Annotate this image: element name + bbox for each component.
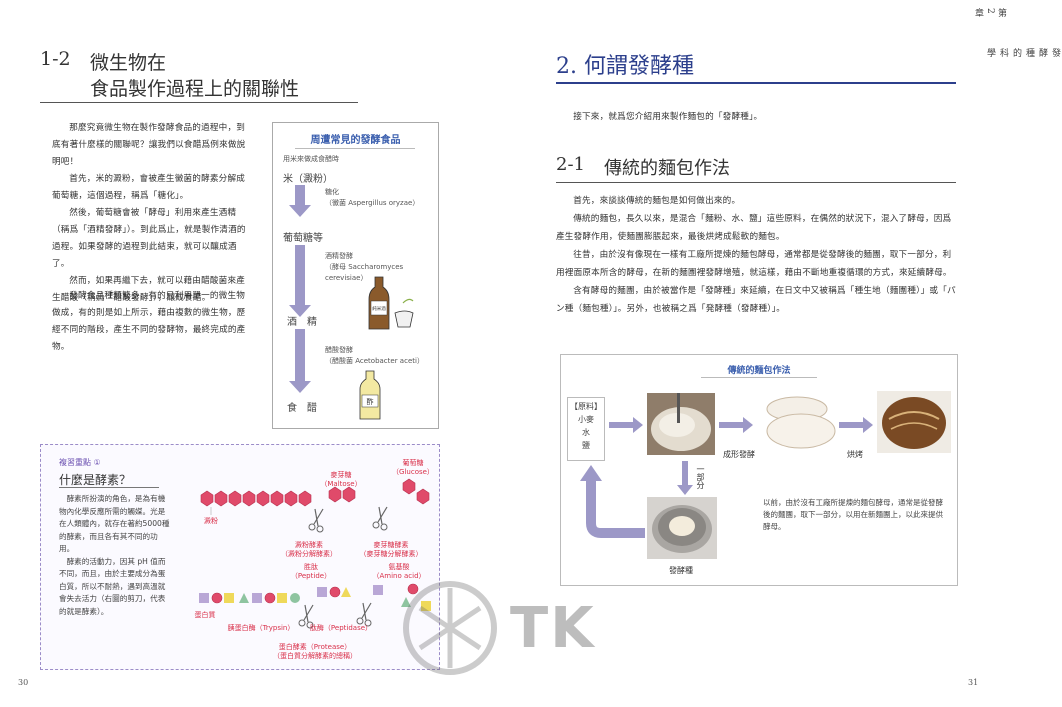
starter-label: 發酵種	[669, 566, 693, 575]
section-heading: 2. 何謂發酵種	[556, 54, 694, 79]
review-text: 酵素所扮演的角色，是為有機物內化學反應所需的觸媒。光是在人類體內，就存在著約50…	[59, 494, 170, 616]
left-body-text-2: 發酵食品種類繁多，有的只利用單一的微生物做成，有的則是如上所示，藉由複數的微生物…	[52, 288, 248, 356]
label-protein: 蛋白質	[195, 610, 216, 619]
paragraph: 往昔，由於沒有像現在一樣有工廠所提煉的麵包酵母，通常都是從發酵後的麵團，取下一部…	[556, 250, 952, 278]
flow-arrow	[289, 245, 311, 317]
svg-text:（Peptide）: （Peptide）	[291, 572, 331, 580]
shape-label: 成形發酵	[723, 450, 755, 459]
intro-text: 接下來，就爲您介紹用來製作麵包的「發酵種」。	[573, 112, 763, 122]
flow-step-alcohol: 酒 精	[287, 317, 317, 328]
scissors-icon	[356, 602, 372, 627]
section-number: 1-2	[40, 48, 71, 70]
fermented-food-flow-box: 周遭常見的發酵食品 用米來做成食醋時 米（澱粉） 糖化 （黴菌 Aspergil…	[272, 122, 439, 429]
label-trypsin: 胰蛋白酶（Trypsin）	[228, 623, 295, 632]
watermark-text: TK	[510, 596, 596, 661]
svg-text:純米酒: 純米酒	[372, 305, 386, 312]
sake-bottle-icon: 純米酒	[368, 276, 414, 330]
review-box: 複習重點 ① 什麼是酵素？ 酵素所扮演的角色，是為有機物內化學反應所需的觸媒。光…	[40, 444, 440, 670]
shaped-dough-photo	[766, 396, 836, 449]
portion-label: 一部分	[696, 465, 705, 489]
section-heading-rule	[556, 82, 956, 84]
flow-title-rule	[295, 148, 415, 149]
arrow-right-icon	[609, 417, 643, 433]
svg-text:（蛋白質分解酵素的總稱）: （蛋白質分解酵素的總稱）	[273, 651, 357, 660]
label-protease: 蛋白酵素（Protease）	[279, 642, 351, 651]
scissors-icon	[308, 508, 324, 533]
label-peptidase: 肽酶（Peptidase）	[310, 623, 372, 632]
right-body-text: 首先，來談談傳統的麵包是如何做出來的。 傳統的麵包，長久以來，是混合「麵粉、水、…	[556, 192, 958, 318]
baked-bread-photo	[877, 391, 951, 453]
page-number-left: 30	[18, 678, 29, 687]
svg-text:（Maltose）: （Maltose）	[320, 480, 361, 488]
mixing-dough-photo	[647, 393, 715, 455]
loop-arrow-icon	[580, 465, 645, 538]
review-tag: 複習重點 ①	[59, 458, 101, 467]
section-title-line2: 食品製作過程上的關聯性	[90, 78, 300, 100]
scissors-icon	[298, 604, 314, 629]
paragraph: 發酵食品種類繁多，有的只利用單一的微生物做成，有的則是如上所示，藉由複數的微生物…	[52, 291, 246, 352]
protein-chain	[199, 583, 431, 611]
label-peptide: 胜肽	[304, 562, 318, 571]
section-rule	[40, 102, 358, 103]
ingredients-box: 【原料】 小麥 水 鹽	[567, 397, 605, 461]
label-amylase: 澱粉酵素	[295, 540, 323, 549]
enzyme-diagram: 麥芽糖 （Maltose） 葡萄糖 （Glucose） 澱粉	[195, 458, 434, 660]
scissors-icon	[372, 506, 388, 531]
chapter-title: 發酵種的科學	[985, 48, 1060, 57]
svg-text:酢: 酢	[367, 397, 374, 406]
flow-step-rice: 米（澱粉）	[283, 174, 333, 185]
flow-note-alcohol: 酒精發酵 （酵母 Saccharomyces cerevisiae）	[325, 252, 404, 282]
label-glucose: 葡萄糖	[403, 458, 424, 467]
section-title-line1: 微生物在	[90, 52, 167, 74]
label-maltose: 麥芽糖	[331, 470, 352, 479]
watermark-logo-icon	[403, 581, 497, 675]
paragraph: 那麼究竟微生物在製作發酵食品的過程中，到底有著什麼樣的關聯呢？讓我們以食醋爲例來…	[52, 123, 246, 167]
starch-chain	[200, 478, 430, 507]
vinegar-bottle-icon: 酢	[359, 370, 381, 420]
starter-bowl-photo	[647, 497, 717, 559]
subsection-rule	[556, 182, 956, 183]
flow-step-vinegar: 食 醋	[287, 403, 317, 414]
flow-note-acetic: 醋酸發酵 （醋酸菌 Acetobacter aceti）	[325, 346, 424, 365]
label-maltase: 麥芽糖酵素	[374, 540, 409, 549]
chapter-number: 第2章	[973, 8, 1006, 17]
arrow-right-icon	[719, 417, 753, 433]
flow-step-glucose: 葡萄糖等	[283, 233, 323, 244]
svg-text:（澱粉分解酵素）: （澱粉分解酵素）	[281, 549, 337, 558]
arrow-down-icon	[677, 461, 693, 495]
bake-label: 烘烤	[847, 450, 863, 459]
arrow-right-icon	[839, 417, 873, 433]
diagram-title: 傳統的麵包作法	[727, 366, 791, 376]
flow-arrow	[289, 185, 311, 217]
label-starch: 澱粉	[204, 516, 218, 525]
flow-note-saccharification: 糖化 （黴菌 Aspergillus oryzae）	[325, 188, 420, 207]
paragraph: 含有酵母的麵團，由於被當作是「發酵種」來延續，在日文中又被稱爲「種生地（麵團種）…	[556, 286, 956, 314]
svg-text:（Glucose）: （Glucose）	[392, 468, 434, 476]
paragraph: 首先，來談談傳統的麵包是如何做出來的。	[573, 196, 741, 206]
review-title-rule	[59, 487, 159, 488]
page-number-right: 31	[968, 678, 979, 687]
review-title: 什麼是酵素？	[59, 473, 132, 487]
left-body-text: 那麼究竟微生物在製作發酵食品的過程中，到底有著什麼樣的關聯呢？讓我們以食醋爲例來…	[52, 120, 248, 307]
bread-process-diagram: 傳統的麵包作法 【原料】 小麥 水 鹽 成形發酵 烘烤	[560, 354, 958, 586]
svg-text:（Amino acid）: （Amino acid）	[372, 572, 425, 580]
subsection-title: 傳統的麵包作法	[604, 158, 730, 179]
subsection-number: 2-1	[556, 154, 585, 175]
flow-arrow	[289, 329, 311, 393]
label-amino: 氨基酸	[389, 562, 410, 571]
flow-title: 周遭常見的發酵食品	[310, 135, 401, 146]
paragraph: 首先，米的澱粉，會被產生黴菌的酵素分解成葡萄糖，這個過程，稱爲「糖化」。	[52, 174, 246, 201]
flow-subtitle: 用米來做成食醋時	[283, 155, 339, 163]
diagram-caption: 以前，由於沒有工廠所提煉的麵包酵母，通常是從發酵後的麵團，取下一部分，以用在新麵…	[763, 498, 943, 531]
diagram-title-rule	[701, 377, 817, 378]
svg-text:（麥芽糖分解酵素）: （麥芽糖分解酵素）	[360, 549, 423, 558]
paragraph: 然而，如果再繼下去，就可以藉由醋酸菌來產生醋酸（稱爲「醋酸發酵」），釀成食醋。	[52, 276, 246, 303]
paragraph: 然後，葡萄糖會被「酵母」利用來產生酒精（稱爲「酒精發酵」）。到此爲止，就是製作清…	[52, 208, 246, 269]
paragraph: 傳統的麵包，長久以來，是混合「麵粉、水、鹽」這些原料，在偶然的狀況下，混入了酵母…	[556, 214, 952, 242]
